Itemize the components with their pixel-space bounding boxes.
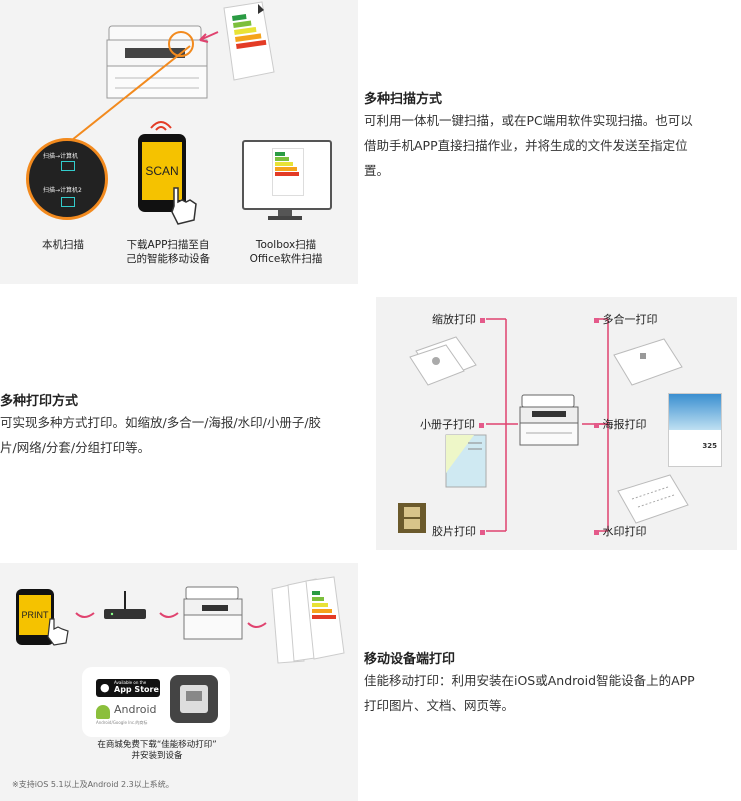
booklet-print-sheets (445, 434, 487, 488)
scan-illustration-panel: 扫描→计算机 扫描→计算机2 SCAN 本机扫描 下载APP扫描至自 己的智能移… (0, 0, 358, 284)
label-booklet-print: 小册子打印 (420, 416, 484, 432)
poster-print-sheet: 325 (668, 393, 722, 467)
poster-number: 325 (702, 442, 717, 450)
mobile-description: 佳能移动打印：利用安装在iOS或Android智能设备上的APP 打印图片、文档… (364, 673, 695, 713)
hand-icon (47, 618, 69, 646)
printed-energy-label-sheets (271, 576, 345, 664)
print-modes-panel: 缩放打印 小册子打印 胶片打印 多合一打印 海报打印 水印打印 (376, 297, 737, 550)
label-film-print: 胶片打印 (432, 523, 485, 539)
arrow-icon (159, 612, 179, 618)
bullet-icon (594, 422, 599, 428)
multi-page-print-sheet (613, 338, 683, 386)
apple-icon: ● (100, 681, 110, 694)
os-support-footnote: ※支持iOS 5.1以上及Android 2.3以上系统。 (12, 780, 174, 789)
scan-heading: 多种扫描方式 (364, 92, 443, 107)
mobile-heading: 移动设备端打印 (364, 652, 456, 667)
wireless-router-icon (104, 591, 146, 619)
caption-app-scan: 下载APP扫描至自 己的智能移动设备 (126, 239, 210, 265)
print-heading: 多种打印方式 (0, 394, 79, 409)
phone-screen: PRINT (19, 595, 51, 635)
download-instructions: 在商城免费下载“佳能移动打印” 并安装到设备 (97, 740, 217, 761)
app-download-card: ● Available on the App Store Android And… (82, 667, 230, 737)
print-modes-connector-lines (486, 318, 609, 532)
monitor-stand (278, 208, 292, 216)
bullet-icon (479, 317, 485, 323)
app-store-badge[interactable]: ● Available on the App Store (96, 679, 160, 697)
scan-text: SCAN (145, 164, 179, 178)
label-multi-print: 多合一打印 (594, 311, 658, 327)
printer-illustration (183, 586, 243, 640)
print-description: 可实现多种方式打印。如缩放/多合一/海报/水印/小册子/胶 片/网络/分套/分组… (0, 415, 322, 455)
arrow-icon (75, 612, 95, 618)
energy-label-thumbnail (272, 148, 304, 196)
caption-toolbox-scan: Toolbox扫描 Office软件扫描 (249, 239, 323, 265)
scan-description: 可利用一体机一键扫描，或在PC端用软件实现扫描。也可以 借助手机APP直接扫描作… (364, 113, 693, 178)
phone-screen: SCAN (142, 142, 182, 200)
label-zoom-print: 缩放打印 (432, 311, 485, 327)
film-strip-icon (398, 503, 426, 533)
bullet-icon (594, 317, 599, 323)
hand-icon (171, 187, 197, 225)
menu-item-scan-to-pc: 扫描→计算机 (43, 153, 79, 160)
poster-image (669, 394, 721, 430)
zoom-print-sheets (409, 336, 477, 386)
control-panel-zoom: 扫描→计算机 扫描→计算机2 (26, 138, 108, 220)
monitor-icon (61, 161, 75, 171)
wifi-icon (150, 121, 172, 131)
caption-local-scan: 本机扫描 (42, 239, 84, 251)
android-robot-icon (96, 705, 110, 719)
multifunction-printer-illustration (106, 25, 208, 99)
android-badge[interactable]: Android Android/Google Inc.的商标 (96, 703, 157, 725)
bullet-icon (479, 529, 485, 535)
print-text: PRINT (21, 610, 49, 620)
monitor-icon (61, 197, 75, 207)
label-watermark-print: 水印打印 (594, 523, 647, 539)
menu-item-scan-to-pc2: 扫描→计算机2 (43, 187, 82, 194)
bullet-icon (594, 529, 599, 535)
watermark-print-sheet (617, 474, 689, 524)
monitor-base (268, 216, 302, 220)
label-poster-print: 海报打印 (594, 416, 647, 432)
energy-label-document (223, 1, 275, 81)
canon-print-app-icon[interactable] (170, 675, 218, 723)
computer-monitor (242, 140, 332, 210)
arrow-icon (247, 622, 267, 628)
printer-illustration (519, 394, 579, 446)
mobile-print-panel: PRINT ● Avai (0, 563, 358, 801)
arrow-icon (199, 31, 219, 43)
bullet-icon (478, 422, 484, 428)
zoom-connector-line (71, 45, 191, 141)
